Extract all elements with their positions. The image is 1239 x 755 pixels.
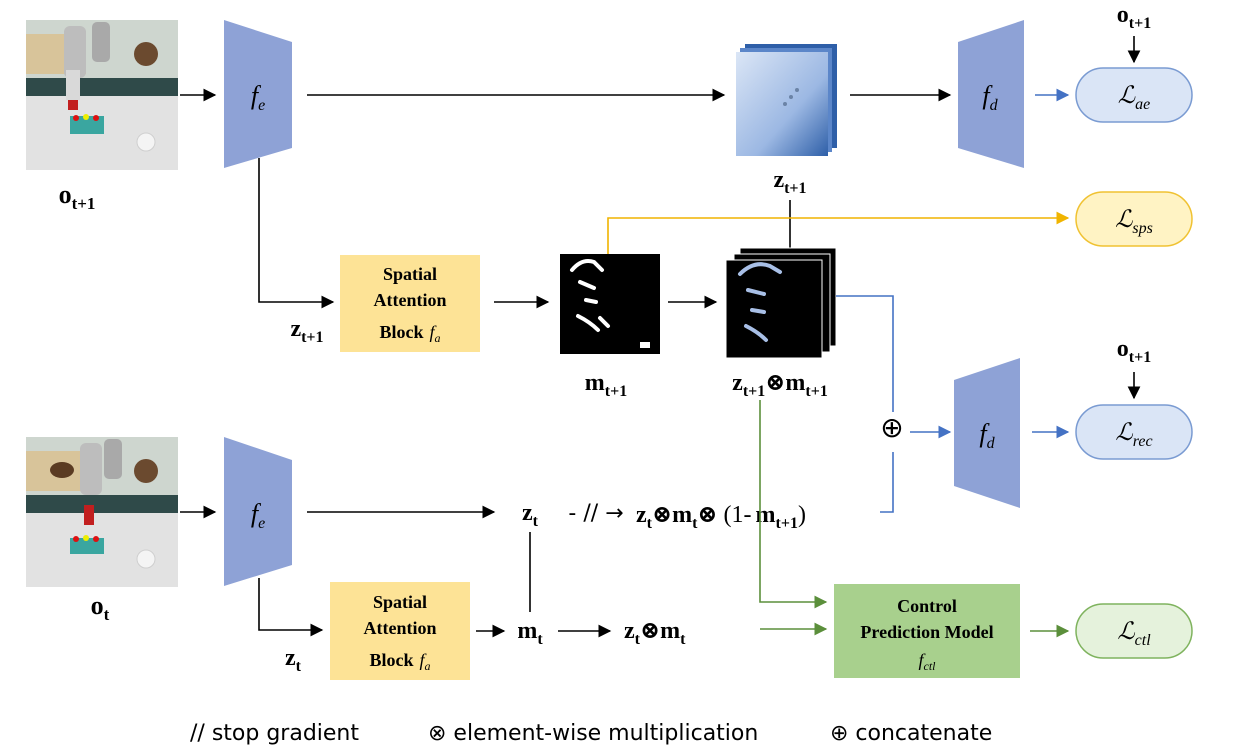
decoder-mid: fd: [954, 358, 1020, 508]
long-expression: zt⊗mt⊗(1-mt+1): [636, 502, 806, 532]
svg-text:Spatial: Spatial: [383, 264, 437, 284]
long-expr-to-concat-line: [880, 452, 894, 513]
masked-feature-stack: [725, 247, 837, 359]
robot-image-top: [26, 20, 178, 170]
feature-map-stack: [736, 44, 837, 156]
svg-text:Attention: Attention: [374, 290, 447, 310]
svg-text:ℒae: ℒae: [1118, 83, 1150, 113]
svg-text:Spatial: Spatial: [373, 592, 427, 612]
mask-label-t1: mt+1: [585, 370, 627, 400]
loss-ae-target-label: ot+1: [1117, 2, 1151, 32]
encoder-top-to-attention-line: [258, 158, 335, 309]
svg-text:Control: Control: [897, 596, 957, 616]
mt-label: mt: [517, 618, 543, 648]
svg-text:fctl: fctl: [918, 650, 936, 673]
encoder-bottom: fe: [224, 437, 292, 586]
latent-label-top: zt+1: [773, 167, 806, 197]
loss-ctl: ℒctl: [1075, 603, 1193, 659]
svg-text:fe: fe: [251, 499, 265, 532]
legend-stop-gradient: // stop gradient: [190, 721, 359, 746]
encoder-bottom-to-attention-line: [258, 578, 324, 637]
svg-text:ℒsps: ℒsps: [1115, 207, 1153, 237]
svg-text:Prediction Model: Prediction Model: [860, 622, 993, 642]
masked-label-t1: zt+1⊗mt+1: [732, 370, 828, 400]
z-label-mid: zt+1: [290, 316, 323, 346]
zt-label: zt: [522, 500, 539, 530]
svg-text:ℒctl: ℒctl: [1117, 619, 1151, 649]
loss-ae: ℒae: [1075, 67, 1193, 123]
loss-rec-target-label: ot+1: [1117, 336, 1151, 366]
loss-rec: ℒrec: [1075, 404, 1193, 460]
svg-text:fd: fd: [982, 81, 998, 114]
svg-text:ℒrec: ℒrec: [1115, 420, 1152, 450]
obs-label-top: ot+1: [59, 180, 96, 213]
obs-label-bottom: ot: [91, 591, 110, 624]
svg-text:fd: fd: [979, 419, 995, 452]
svg-text:Attention: Attention: [364, 618, 437, 638]
mask-to-loss-sps-line: [607, 211, 1070, 254]
concat-symbol: ⊕: [880, 411, 903, 444]
z-label-bottom: zt: [285, 645, 302, 675]
zmt-label: zt⊗mt: [624, 618, 686, 648]
svg-text:fe: fe: [251, 81, 265, 114]
control-prediction-model: Control Prediction Model fctl: [834, 584, 1020, 678]
legend-multiplication: ⊗ element-wise multiplication: [428, 721, 758, 746]
decoder-top: fd: [958, 20, 1024, 168]
mask-image-t1: [560, 254, 660, 354]
stop-gradient-arrow: - // →: [568, 501, 623, 526]
robot-image-bottom: [26, 437, 178, 587]
encoder-top: fe: [224, 20, 292, 168]
legend-concatenate: ⊕ concatenate: [830, 721, 992, 746]
masked-to-concat-line: [836, 295, 894, 412]
masked-to-control-line: [759, 400, 828, 609]
loss-sps: ℒsps: [1075, 191, 1193, 247]
